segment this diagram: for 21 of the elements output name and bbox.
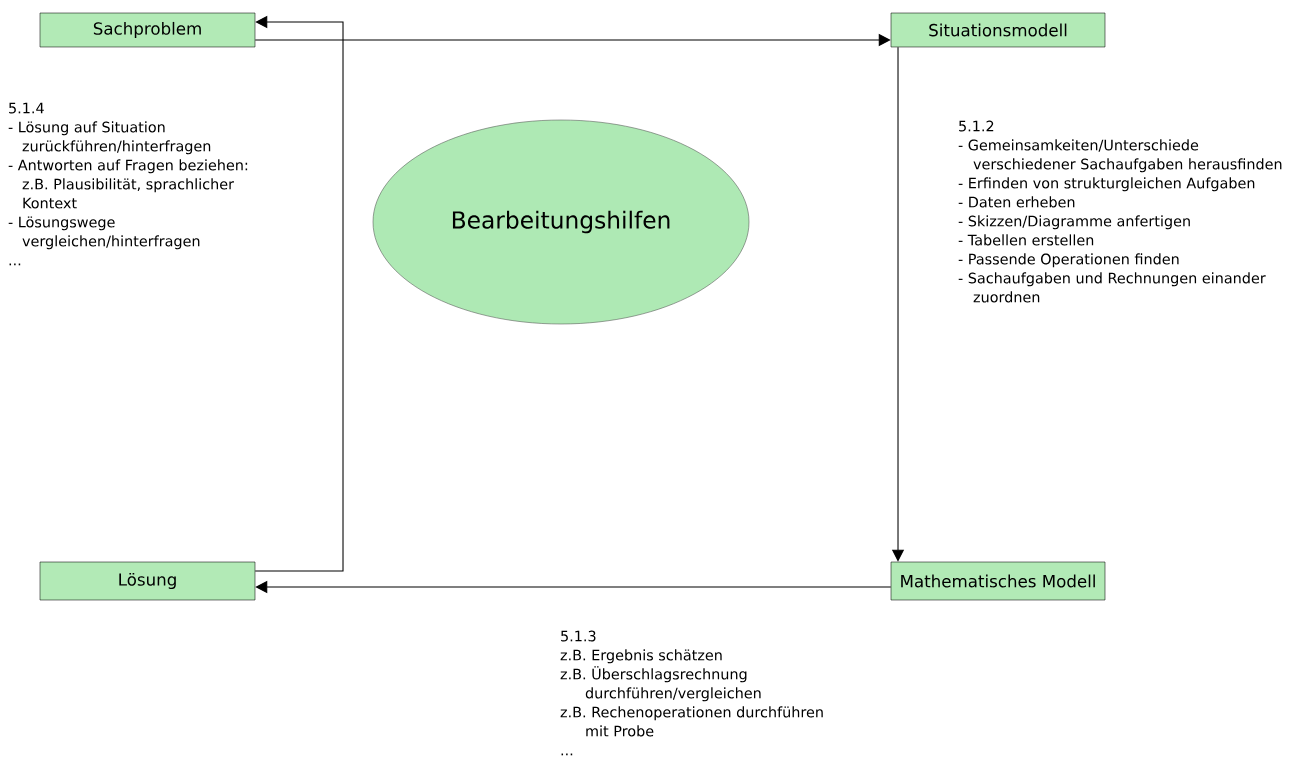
list-item: 5.1.3 (561, 630, 596, 642)
list-item: - Passende Operationen finden (958, 253, 1179, 268)
list-item: z.B. Ergebnis schätzen (560, 649, 722, 664)
process-box: Lösung (39, 561, 256, 601)
process-box: Sachproblem (39, 12, 256, 48)
list-item: - Sachaufgaben und Rechnungen einander zuordnen (958, 272, 1266, 303)
list-item: 5.1.2 (959, 120, 994, 132)
list-item: 5.1.4 (9, 102, 44, 114)
list-item: - Lösung auf Situation zurückführen/hinterfragen (8, 121, 211, 155)
list-item: - Gemeinsamkeiten/Unterschiede verschiedener Sachaufgaben herausfinden (958, 139, 1282, 173)
list-item: - Skizzen/Diagramme anfertigen (958, 215, 1190, 230)
list-item: - Lösungswege vergleichen/hinterfragen (8, 216, 200, 250)
list-item: - Antworten auf Fragen beziehen: z.B. Plausibilität, sprachlicher Kontext (8, 159, 248, 209)
list-item: - Daten erheben (958, 196, 1075, 208)
process-box: Situationsmodell (890, 12, 1106, 48)
process-box: Mathematisches Modell (890, 561, 1106, 601)
list-item: ... (9, 263, 21, 266)
list-item: - Tabellen erstellen (958, 234, 1094, 246)
list-item: z.B. Rechenoperationen durchführen mit Probe (560, 706, 823, 737)
list-item: ... (561, 753, 573, 756)
list-item: - Erfinden von strukturgleichen Aufgaben (958, 177, 1255, 192)
